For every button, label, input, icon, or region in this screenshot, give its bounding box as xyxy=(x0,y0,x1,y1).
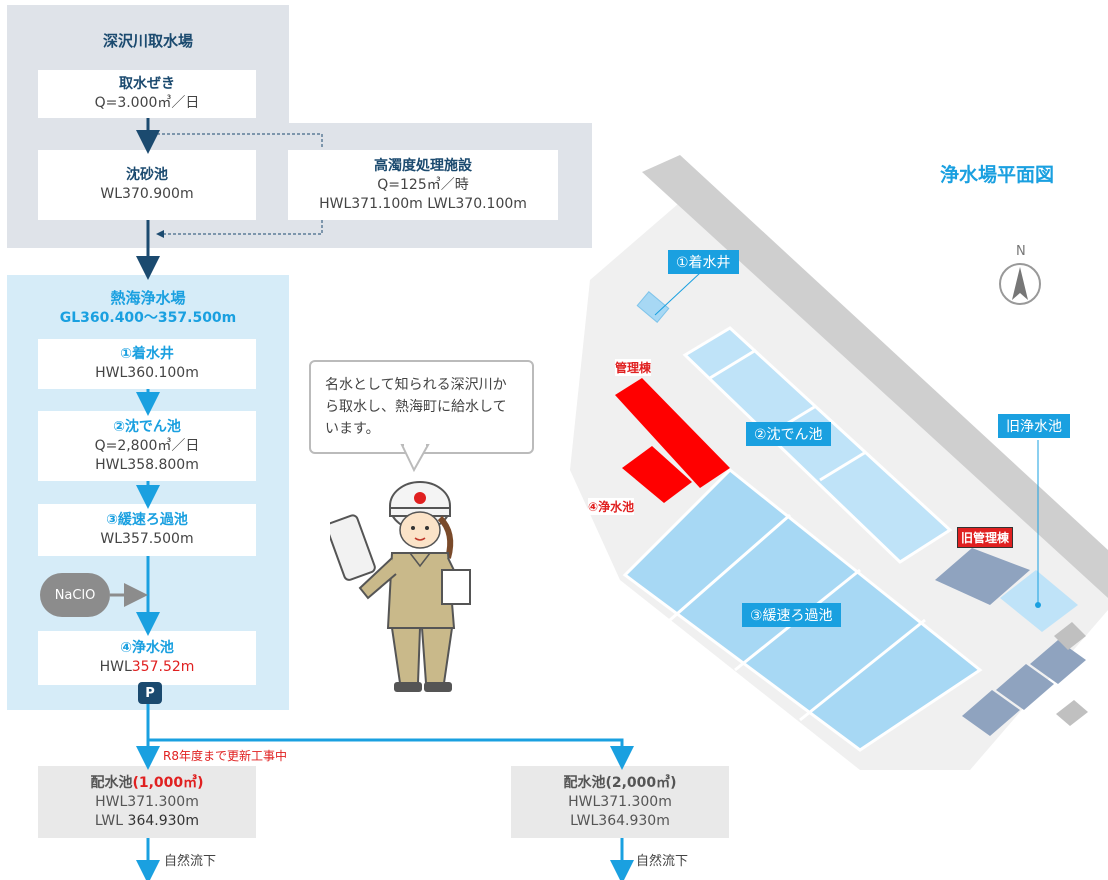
map-filter-label: ③緩速ろ過池 xyxy=(742,603,841,627)
map-well-label: ①着水井 xyxy=(668,250,739,274)
clear-hwl: HWL357.52m xyxy=(99,659,195,675)
compass-north-label: N xyxy=(1016,244,1026,259)
plant-title: 熱海浄水場 xyxy=(110,289,186,307)
well-name: ①着水井 xyxy=(120,346,174,362)
map-old-clear-shape xyxy=(1000,570,1078,632)
map-old-admin-shape xyxy=(935,548,1030,605)
dist-left-box: 配水池(1,000㎥) HWL371.300m LWL 364.930m xyxy=(38,766,256,838)
turbid-box: 高濁度処理施設 Q=125㎥／時 HWL371.100m LWL370.100m xyxy=(288,150,558,220)
map-admin-label: 管理棟 xyxy=(615,359,652,376)
turbid-name: 高濁度処理施設 xyxy=(374,157,472,174)
naclo-badge: NaClO xyxy=(40,573,110,617)
dist-left-title: 配水池(1,000㎥) xyxy=(90,774,204,791)
line-to-right-reservoir xyxy=(148,738,634,770)
plant-gl: GL360.400～357.500m xyxy=(59,310,237,326)
sed-flow: Q=2,800㎥／日 xyxy=(94,437,200,454)
sand-name: 沈砂池 xyxy=(126,167,168,183)
dist-left-hwl: HWL371.300m xyxy=(95,793,199,810)
turbid-flow: Q=125㎥／時 xyxy=(377,176,469,193)
clear-box: ④浄水池 HWL357.52m xyxy=(38,631,256,685)
dashed-to-turbid xyxy=(152,133,323,148)
filter-wl: WL357.500m xyxy=(100,531,194,547)
dist-note: R8年度まで更新工事中 xyxy=(163,749,287,763)
dist-right-flow: 自然流下 xyxy=(636,854,689,869)
dashed-from-turbid xyxy=(156,220,323,238)
turbid-levels: HWL371.100m LWL370.100m xyxy=(319,195,527,212)
site-road xyxy=(642,155,1108,598)
pump-badge: P xyxy=(138,682,162,704)
bubble-tail xyxy=(400,444,430,473)
map-title: 浄水場平面図 xyxy=(940,164,1055,186)
dist-right-lwl: LWL364.930m xyxy=(570,812,670,829)
sand-wl: WL370.900m xyxy=(100,186,194,202)
site-plan-map xyxy=(570,155,1108,770)
well-hwl: HWL360.100m xyxy=(95,365,199,381)
sand-box: 沈砂池 WL370.900m xyxy=(38,150,256,220)
worker-illustration xyxy=(330,481,471,692)
map-sed-label: ②沈でん池 xyxy=(746,422,831,446)
sed-name: ②沈でん池 xyxy=(113,418,181,435)
sed-hwl: HWL358.800m xyxy=(95,456,199,473)
dist-left-flow: 自然流下 xyxy=(164,854,217,869)
sed-box: ②沈でん池 Q=2,800㎥／日 HWL358.800m xyxy=(38,411,256,481)
dist-right-title: 配水池(2,000㎥) xyxy=(563,774,677,791)
map-old-clear-label: 旧浄水池 xyxy=(998,414,1070,438)
dist-right-box: 配水池(2,000㎥) HWL371.300m LWL364.930m xyxy=(511,766,729,838)
filter-box: ③緩速ろ過池 WL357.500m xyxy=(38,504,256,556)
map-well-shape xyxy=(636,291,670,323)
weir-name: 取水ぜき xyxy=(119,76,175,92)
map-admin-shape xyxy=(615,378,730,488)
map-clear-label: ④浄水池 xyxy=(588,498,635,515)
filter-name: ③緩速ろ過池 xyxy=(106,512,188,528)
clear-name: ④浄水池 xyxy=(120,640,174,656)
dist-left-lwl: LWL 364.930m xyxy=(94,812,200,829)
dist-right-hwl: HWL371.300m xyxy=(568,793,672,810)
map-clear-shape xyxy=(622,446,692,503)
weir-box: 取水ぜき Q=3.000㎥／日 xyxy=(38,70,256,118)
speech-bubble: 名水として知られる深沢川から取水し、熱海町に給水しています。 xyxy=(309,360,534,454)
weir-flow: Q=3.000㎥／日 xyxy=(94,95,200,111)
map-old-admin-label: 旧管理棟 xyxy=(957,527,1014,548)
well-box: ①着水井 HWL360.100m xyxy=(38,339,256,389)
intake-title: 深沢川取水場 xyxy=(102,32,193,50)
